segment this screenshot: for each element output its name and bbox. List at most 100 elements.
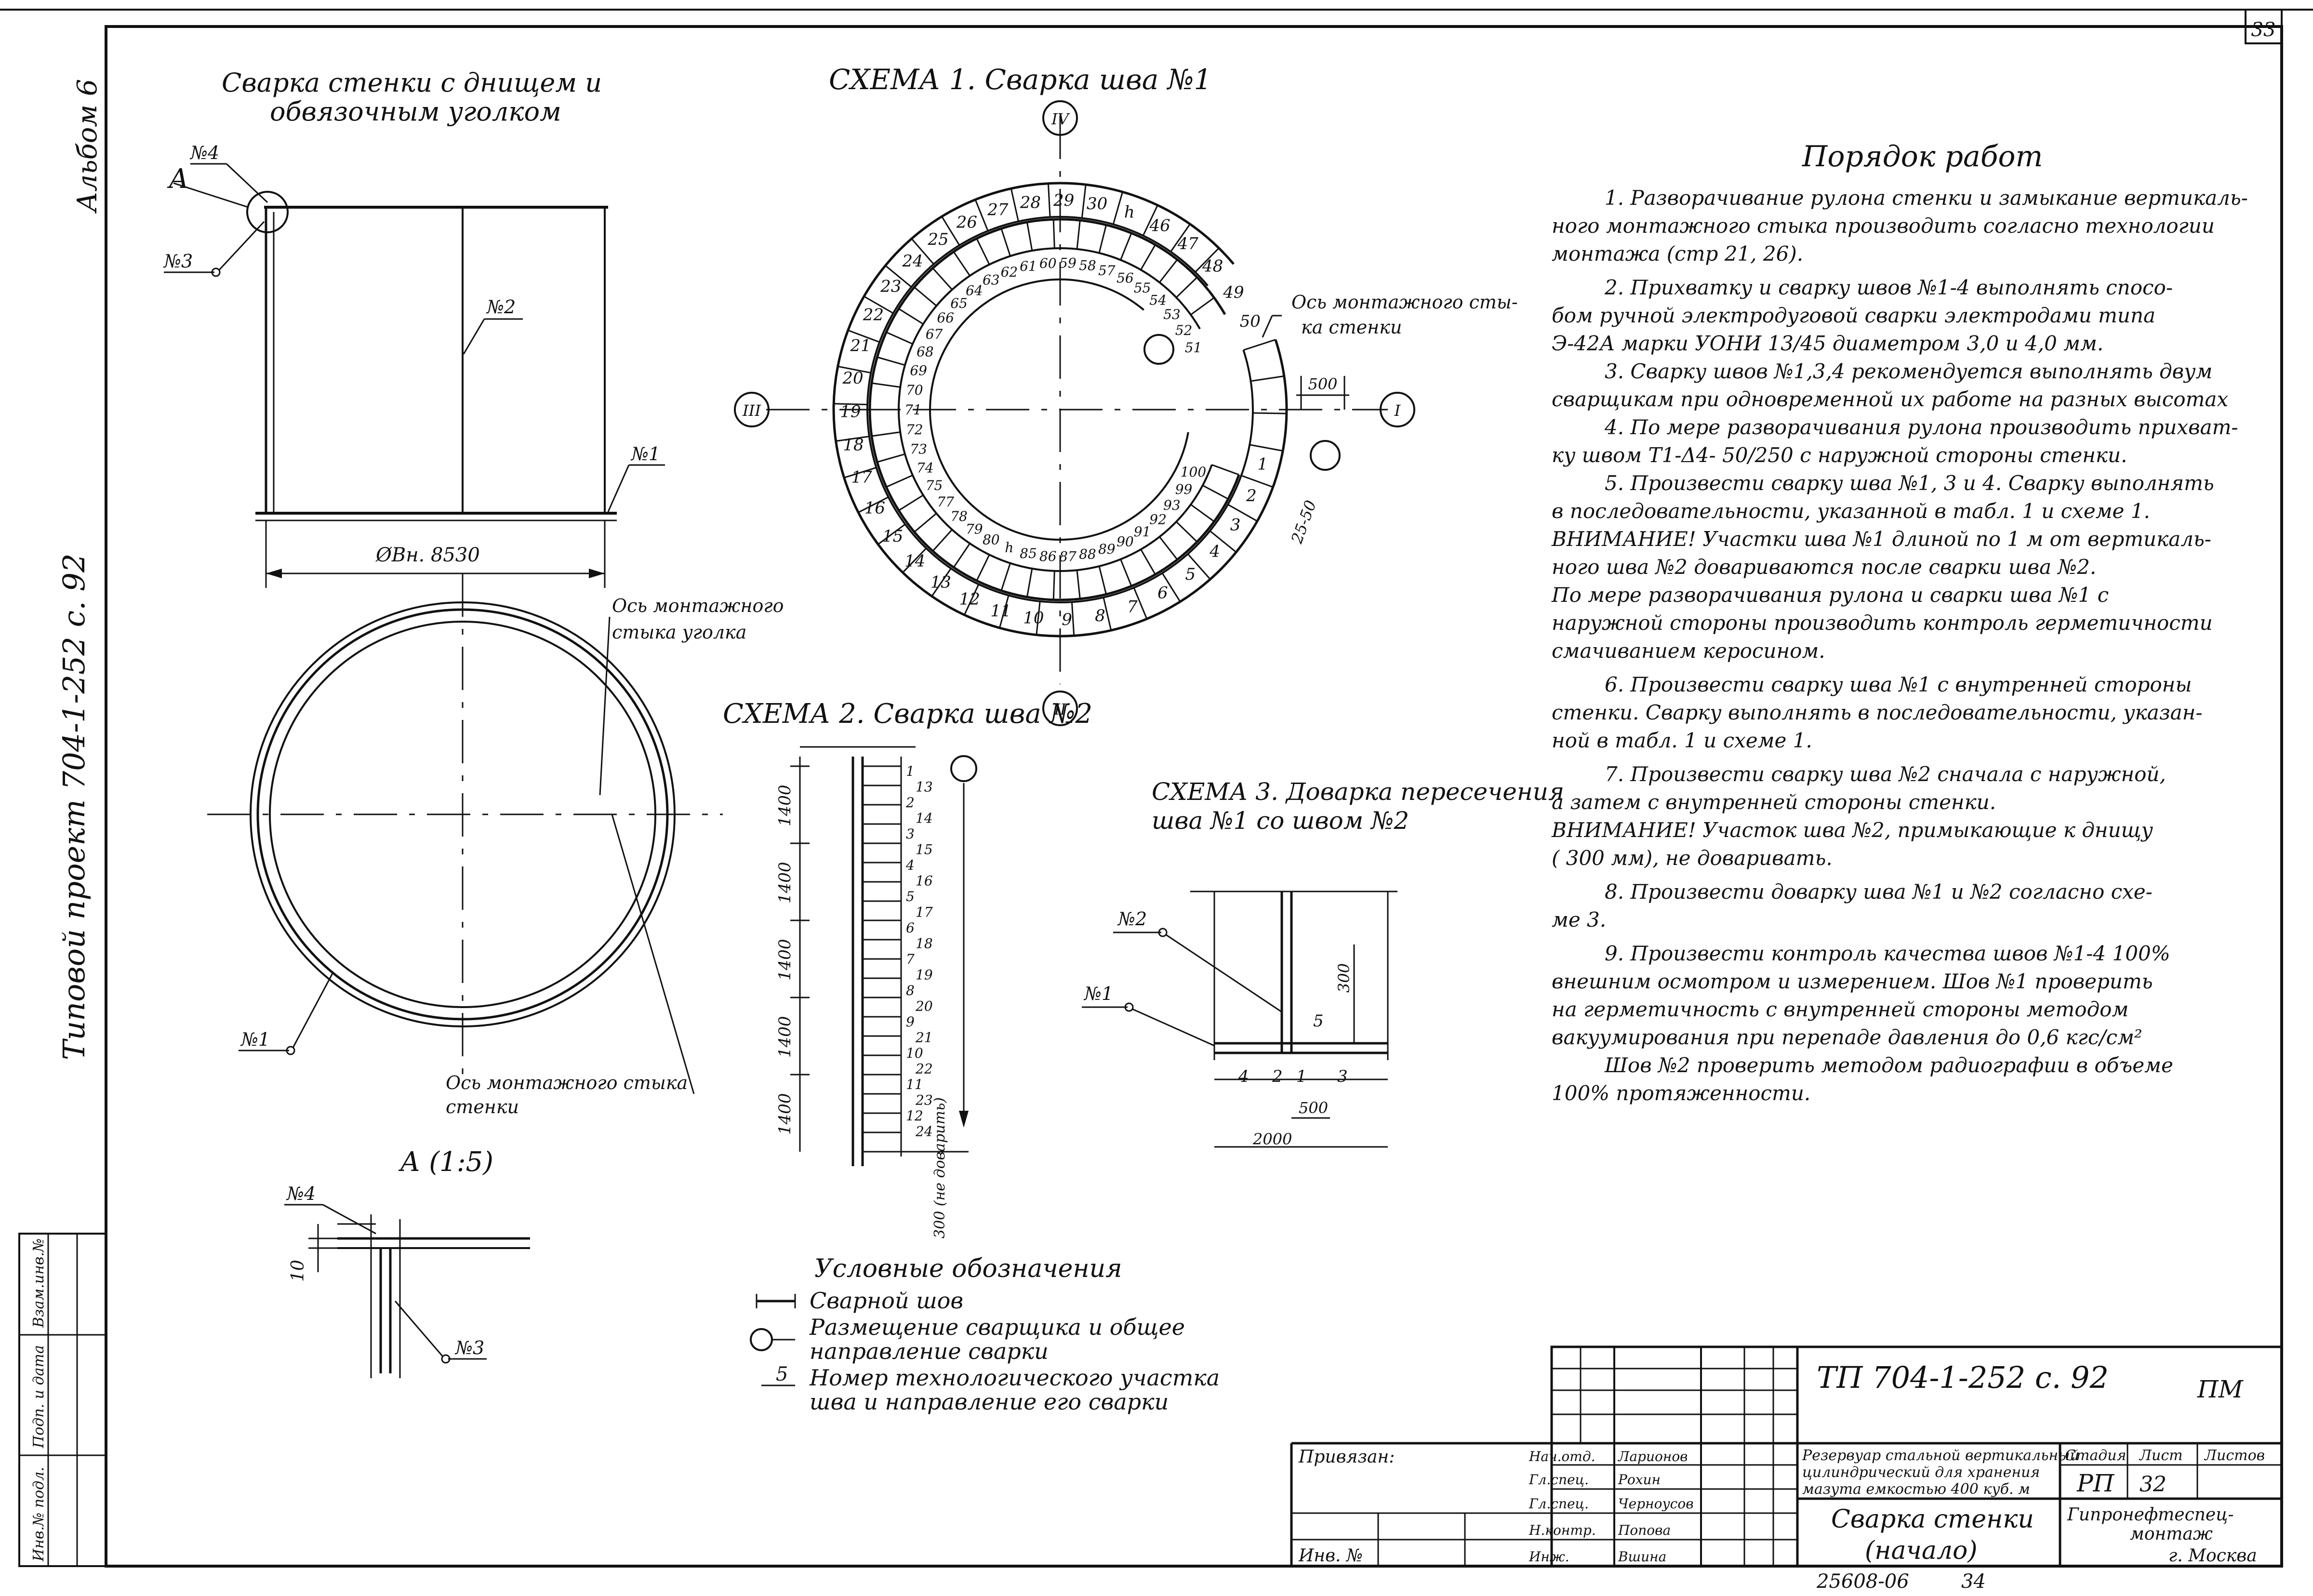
- s1-axis-label-1: Ось монтажного сты-: [1291, 292, 1518, 313]
- s1-inner-number: 92: [1149, 512, 1167, 528]
- s1-outer-number: 8: [1095, 606, 1105, 625]
- s1-inner-number: 62: [1001, 264, 1018, 280]
- procedure-line: 3. Сварку швов №1,3,4 рекомендуется выпо…: [1605, 359, 2212, 383]
- s1-inner-number: 72: [906, 422, 923, 438]
- procedure-line: а затем с внутренней стороны стенки.: [1552, 790, 1996, 814]
- s1-outer-number: 18: [843, 435, 864, 454]
- s2-number: 16: [916, 873, 933, 889]
- s1-inner-number: 65: [950, 295, 968, 311]
- s1-inner-number: 88: [1079, 546, 1096, 562]
- s1-outer-number: 28: [1020, 193, 1041, 212]
- s1-inner-number: 51: [1185, 340, 1202, 356]
- detail-dim: 10: [288, 1260, 308, 1282]
- s1-inner-tick: [932, 267, 953, 291]
- s1-inner-tick: [1211, 464, 1239, 476]
- s1-outer-number: 50: [1240, 312, 1261, 331]
- s1-inner-number: 60: [1039, 255, 1057, 271]
- procedure-line: бом ручной электродуговой сварки электро…: [1552, 304, 2155, 327]
- s1-outer-tick: [837, 365, 871, 374]
- s1-inner-tick: [898, 494, 924, 511]
- s1-outer-tick: [885, 265, 912, 288]
- s1-inner-number: 78: [950, 508, 968, 524]
- tb-sheet: 32: [2140, 1472, 2167, 1497]
- procedure-line: Э-42А марки УОНИ 13/45 диаметром 3,0 и 4…: [1552, 332, 2103, 355]
- s1-outer-number: 6: [1157, 583, 1168, 602]
- s1-inner-tick: [871, 431, 901, 437]
- s1-outer-tick: [931, 568, 952, 597]
- tb-object-3: мазута емкостью 400 куб. м: [1802, 1481, 2030, 1498]
- plan-view: Ось монтажного стыка уголка Ось монтажно…: [207, 573, 784, 1117]
- axis-wall-1: Ось монтажного стыка: [446, 1072, 688, 1093]
- s1-inner-number: 75: [926, 478, 943, 493]
- s1-outer-tick: [1036, 601, 1041, 635]
- s1-outer-tick: [1112, 191, 1123, 225]
- procedure-line: 100% протяженности.: [1552, 1081, 1810, 1105]
- detail-A-marker: А: [167, 163, 189, 195]
- s2-welder-marker: [950, 755, 977, 782]
- procedure-line: 5. Произвести сварку шва №1, 3 и 4. Свар…: [1605, 471, 2214, 495]
- s2-number: 11: [906, 1077, 923, 1092]
- procedure-line: ного шва №2 довариваются после сварки шв…: [1552, 555, 2096, 579]
- procedure-line: стенки. Сварку выполнять в последователь…: [1552, 701, 2203, 724]
- tb-sheet-h: Лист: [2139, 1447, 2183, 1464]
- procedure-title: Порядок работ: [1802, 140, 2043, 173]
- s3-num-1: 1: [1296, 1067, 1307, 1086]
- s1-outer-tick: [964, 584, 980, 615]
- s1-axis-label-2: ка стенки: [1301, 317, 1402, 338]
- tb-object-2: цилиндрический для хранения: [1802, 1464, 2040, 1481]
- s1-outer-number: 23: [880, 277, 901, 296]
- s2-number: 13: [916, 779, 933, 795]
- s1-outer-number: 22: [863, 306, 884, 325]
- procedure-line: вакуумирования при перепаде давления до …: [1552, 1025, 2142, 1049]
- page-number-box: [2245, 9, 2283, 44]
- s2-number: 12: [906, 1108, 923, 1124]
- s1-inner-number: 54: [1149, 292, 1167, 308]
- s1-inner-tick: [871, 382, 901, 388]
- page-number: 33: [2251, 19, 2276, 41]
- s1-inner-tick: [1000, 228, 1011, 256]
- s2-number: 8: [906, 983, 915, 998]
- s2-dim: 1400: [775, 1016, 795, 1058]
- s1-outer-number: 16: [864, 498, 885, 518]
- label-n1: №1: [630, 443, 660, 465]
- procedure-line: внешним осмотром и измерением. Шов №1 пр…: [1552, 970, 2153, 993]
- s1-inner-number: 66: [937, 310, 954, 326]
- s2-dim: 1400: [775, 862, 795, 904]
- s1-outer-tick: [864, 295, 894, 314]
- s1-inner-tick: [953, 543, 970, 568]
- s1-outer-number: 5: [1185, 565, 1196, 584]
- strip-sign: Подп. и дата: [30, 1345, 47, 1449]
- s1-inner-tick: [1076, 570, 1081, 599]
- s3-dim-500: 500: [1299, 1099, 1328, 1117]
- s2-number: 6: [906, 920, 915, 936]
- s1-outer-number: 2: [1246, 486, 1257, 505]
- s1-inner-tick: [886, 474, 913, 488]
- s1-inner-tick: [1190, 504, 1215, 522]
- legend-section-2: шва и направление его сварки: [810, 1389, 1169, 1415]
- s1-outer-tick: [1081, 184, 1087, 218]
- tb-name: Ларионов: [1617, 1449, 1688, 1464]
- s2-number: 17: [916, 904, 933, 920]
- s1-inner-number: 68: [917, 344, 934, 360]
- tb-code: ТП 704-1-252 с. 92: [1817, 1360, 2109, 1395]
- procedure-line: 1. Разворачивание рулона стенки и замыка…: [1605, 186, 2248, 210]
- s1-inner-number: 73: [910, 441, 927, 457]
- tb-stage-h: Стадия: [2065, 1447, 2127, 1464]
- s1-inner-tick: [1120, 559, 1132, 586]
- procedure-line: в последовательности, указанной в табл. …: [1552, 499, 2150, 523]
- s3-label-n2: №2: [1117, 908, 1147, 930]
- s1-inner-tick: [1190, 297, 1215, 316]
- s1-inner-number: 58: [1079, 257, 1096, 273]
- s1-outer-number: 47: [1177, 234, 1199, 253]
- s1-outer-number: 7: [1127, 597, 1138, 616]
- s1-outer-tick: [848, 329, 880, 343]
- procedure-line: 9. Произвести контроль качества швов №1-…: [1605, 942, 2170, 965]
- s1-outer-number: 48: [1202, 257, 1223, 276]
- s1-outer-tick: [1187, 553, 1211, 580]
- scheme1-title: СХЕМА 1. Сварка шва №1: [829, 63, 1212, 96]
- label-n2: №2: [486, 296, 516, 318]
- legend-section-1: Номер технологического участка: [809, 1365, 1220, 1391]
- s3-num-5: 5: [1313, 1011, 1324, 1031]
- s1-inner-number: 56: [1117, 270, 1134, 286]
- procedure-line: сварщикам при одновременной их работе на…: [1552, 387, 2228, 411]
